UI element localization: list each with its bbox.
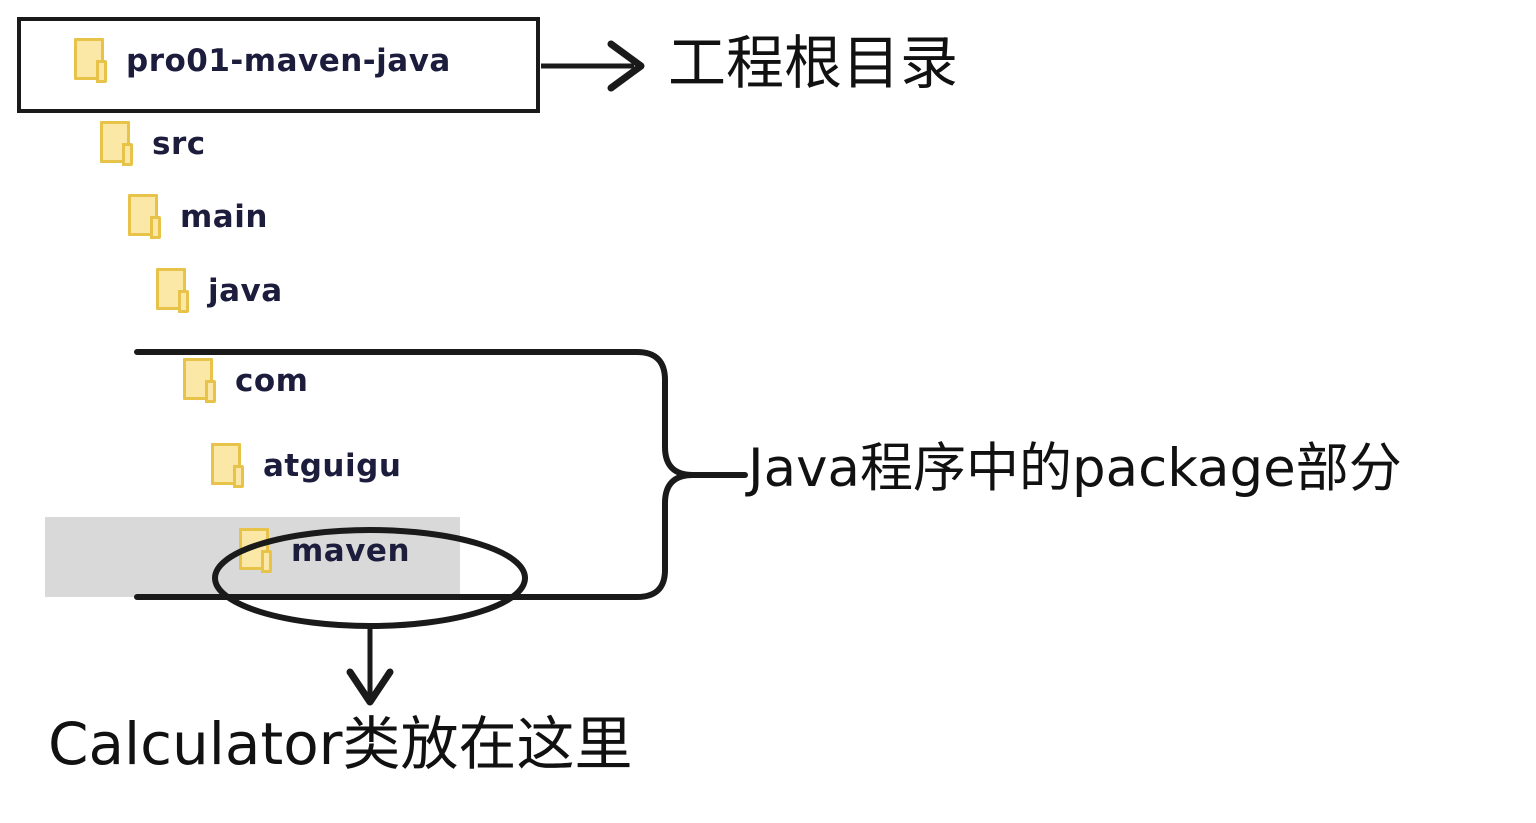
folder-icon [128, 194, 162, 240]
arrow-right-icon [541, 40, 645, 92]
tree-row-label: maven [291, 532, 411, 569]
tree-row-label: src [152, 125, 206, 162]
tree-row-label: main [180, 198, 268, 235]
tree-row[interactable]: main [128, 194, 268, 240]
annotation-calculator-location: Calculator类放在这里 [48, 710, 633, 778]
annotation-package-part: Java程序中的package部分 [748, 438, 1402, 499]
folder-icon [74, 38, 108, 84]
folder-icon [211, 443, 245, 489]
tree-row-label: com [235, 362, 309, 399]
arrow-down-icon [346, 626, 394, 706]
folder-icon [156, 268, 190, 314]
tree-row[interactable]: com [183, 358, 308, 404]
folder-icon [183, 358, 217, 404]
annotation-root-directory: 工程根目录 [668, 29, 959, 97]
tree-row[interactable]: src [100, 121, 206, 167]
tree-row[interactable]: pro01-maven-java [74, 38, 451, 84]
tree-row[interactable]: maven [239, 528, 410, 574]
tree-row-label: atguigu [263, 447, 402, 484]
tree-row[interactable]: atguigu [211, 443, 401, 489]
tree-row-label: pro01-maven-java [126, 42, 451, 79]
tree-row[interactable]: java [156, 268, 283, 314]
folder-icon [239, 528, 273, 574]
tree-row-label: java [208, 272, 283, 309]
folder-icon [100, 121, 134, 167]
